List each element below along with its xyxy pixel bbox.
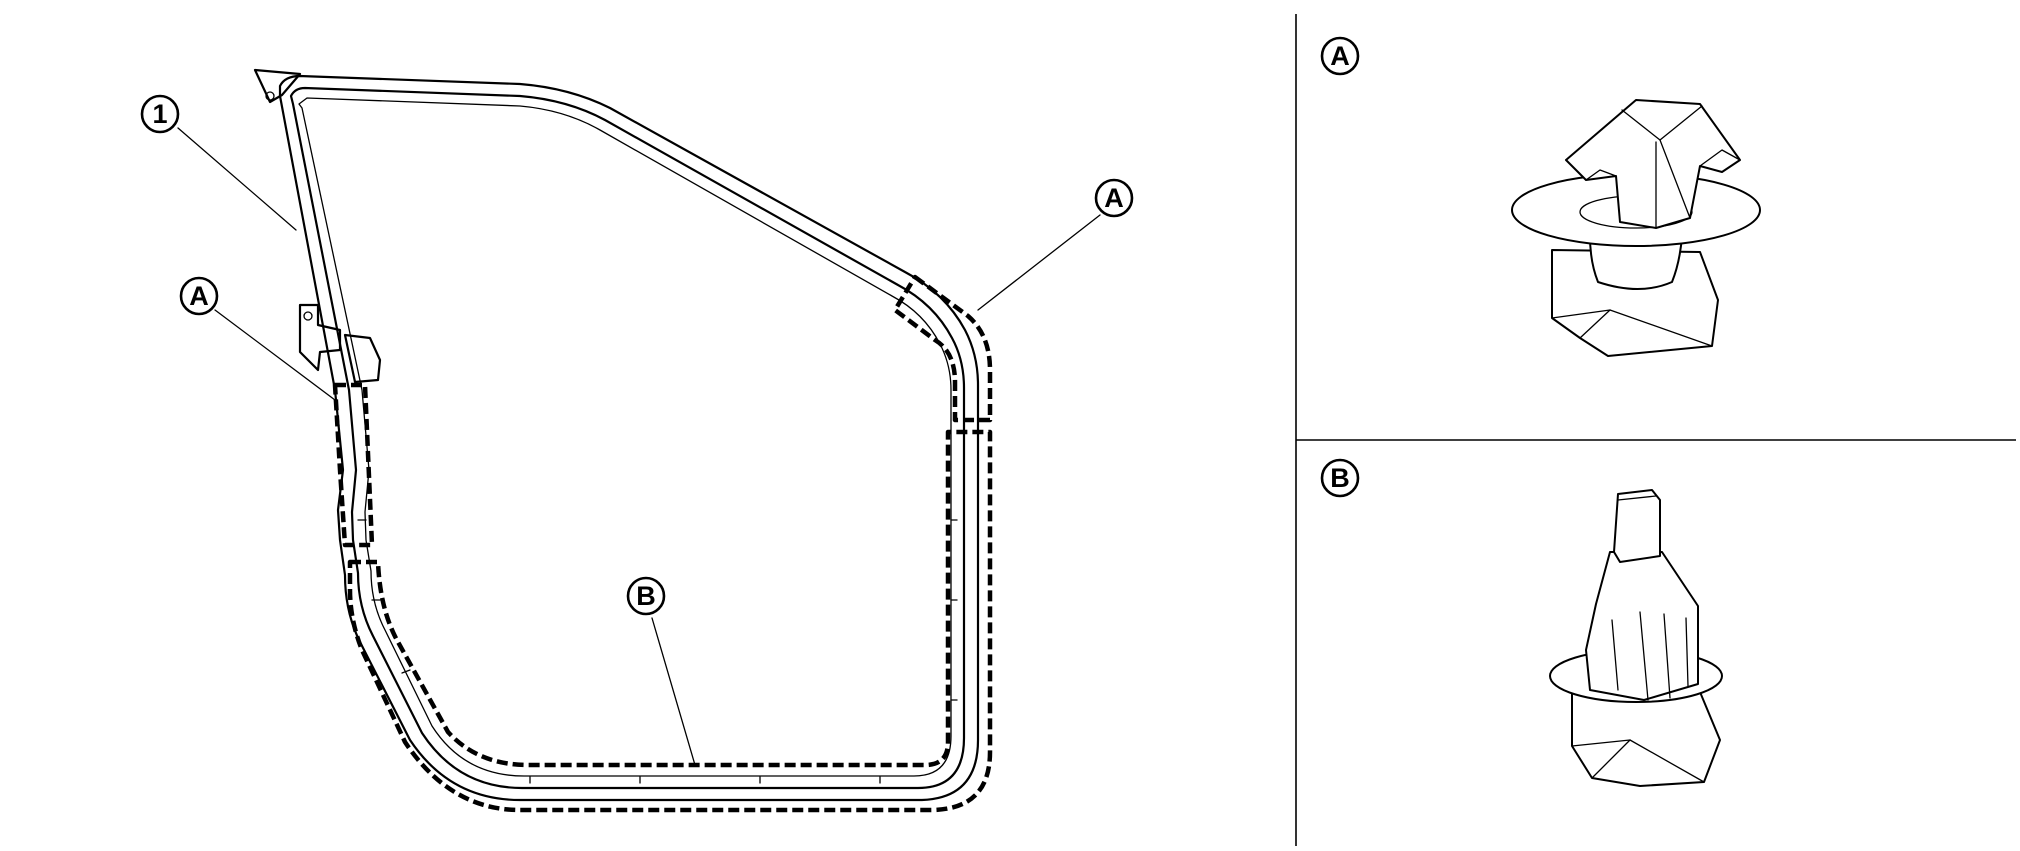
callout-clip-a-left: A: [179, 276, 219, 316]
callout-clip-a-top: A: [1094, 178, 1134, 218]
clip-zones: [332, 274, 993, 813]
clip-a-illustration: [1511, 99, 1761, 357]
svg-text:A: A: [1104, 183, 1124, 213]
svg-text:A: A: [189, 281, 209, 311]
panel-a-label: A: [1320, 36, 1360, 76]
svg-text:A: A: [1330, 41, 1350, 71]
leader-lines: [177, 127, 1101, 766]
clip-zone-a-top: [892, 274, 993, 423]
svg-text:B: B: [636, 581, 656, 611]
clip-zone-b: [347, 429, 993, 813]
callout-clip-b: B: [626, 576, 666, 616]
callout-part-1: 1: [140, 94, 180, 134]
clip-zone-a-left: [332, 382, 375, 548]
svg-text:1: 1: [152, 99, 167, 129]
panel-b-label: B: [1320, 458, 1360, 498]
clip-b-illustration: [1549, 489, 1723, 787]
svg-text:B: B: [1330, 463, 1350, 493]
door-weatherstrip-outline: [253, 68, 980, 802]
